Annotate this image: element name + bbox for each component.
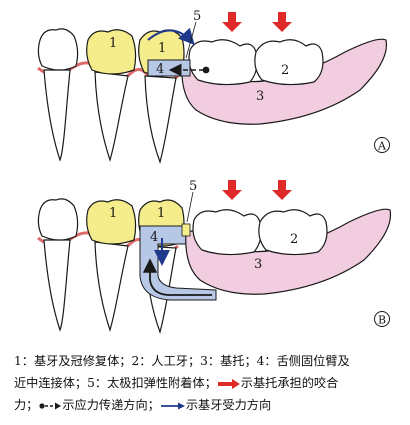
panel-a: 1 1 2 3 4 5 A: [37, 9, 390, 164]
abutment-crown-left-a: [86, 29, 137, 75]
label-lingual-arm-b: 4: [150, 230, 158, 245]
natural-tooth-a: [37, 28, 79, 71]
caption-line-2-text: 近中连接体；5：太极扣弹性附着体；: [14, 376, 217, 390]
prosthesis-diagram: 1 1 2 3 4 5 A 1 1 2 3: [37, 9, 392, 334]
label-abutment-left-b: 1: [109, 206, 117, 221]
caption-line-3: 力； 示应力传递方向； 示基牙受力方向: [14, 394, 406, 416]
abutment-force-arrow-a: [147, 27, 195, 45]
lingual-arm-a: [147, 59, 191, 77]
bite-force-arrow-b1: [222, 180, 242, 200]
natural-tooth-b: [37, 198, 79, 241]
caption-line-2-tail: 示基托承担的咬合: [240, 376, 339, 390]
label-attachment-a: 5: [193, 9, 201, 24]
label-base-a: 3: [256, 89, 264, 104]
label-abutment-left-a: 1: [109, 36, 117, 51]
label-abutment-right-b: 1: [157, 206, 165, 221]
label-abutment-right-a: 1: [158, 41, 166, 56]
root-far-left-a: [43, 69, 71, 162]
panel-badge-b: B: [378, 314, 386, 327]
caption-line-3-head: 力；: [14, 398, 39, 412]
panel-badge-a-circle: [374, 137, 390, 153]
artificial-tooth-1-a: [188, 39, 258, 86]
caption-line-3-tail: 示基牙受力方向: [185, 398, 272, 412]
label-lingual-arm-a: 4: [156, 62, 164, 77]
bite-force-legend-icon: [217, 378, 240, 389]
bite-force-arrow-a1: [222, 12, 242, 32]
attachment-leader-a: [185, 21, 197, 59]
label-base-b: 3: [254, 257, 262, 272]
root-far-left-b: [43, 239, 71, 332]
root-left-abutment-a: [94, 71, 129, 162]
stress-legend-icon: [39, 402, 62, 409]
attachment-b: [181, 223, 191, 237]
artificial-tooth-2-b: [258, 209, 328, 256]
attachment-leader-b: [186, 191, 194, 223]
panel-badge-a: A: [377, 140, 387, 153]
caption-line-1: 1：基牙及冠修复体；2：人工牙；3：基托；4：舌侧固位臂及: [14, 354, 350, 368]
panel-badge-b-circle: [374, 311, 390, 327]
stress-origin-a: [202, 66, 210, 74]
artificial-tooth-2-a: [254, 39, 324, 86]
lingual-arm-b: [139, 225, 217, 301]
root-right-abutment-a: [144, 75, 177, 164]
panel-b: 1 1 2 3 4 5 B: [37, 179, 392, 334]
stress-arrow-b: [142, 258, 212, 296]
caption-line-3-mid: 示应力传递方向；: [62, 398, 160, 412]
label-attachment-b: 5: [189, 179, 197, 194]
bite-force-arrow-a2: [272, 12, 292, 32]
label-artificial-tooth-a: 2: [281, 63, 289, 78]
artificial-tooth-1-b: [192, 209, 262, 256]
root-left-abutment-b: [94, 241, 129, 332]
bite-force-arrow-b2: [272, 180, 292, 200]
label-artificial-tooth-b: 2: [290, 232, 298, 247]
figure-caption: 1：基牙及冠修复体；2：人工牙；3：基托；4：舌侧固位臂及 近中连接体；5：太极…: [14, 350, 406, 416]
abutment-force-legend-icon: [160, 402, 185, 409]
abutment-crown-left-b: [86, 199, 137, 245]
caption-line-2: 近中连接体；5：太极扣弹性附着体； 示基托承担的咬合: [14, 372, 406, 394]
